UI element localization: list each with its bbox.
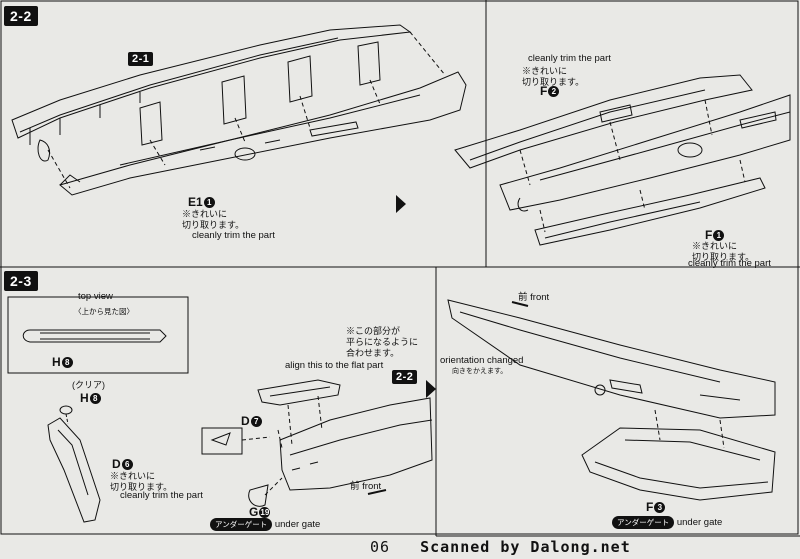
step-2-3-badge: 2-3 (4, 271, 38, 291)
assembly-guides-23b (654, 409, 725, 449)
top-view-label-en: top view (78, 291, 113, 302)
flow-arrow-icon (396, 195, 406, 213)
assembly-guides-23 (241, 395, 323, 496)
part-d6-drawing (47, 405, 101, 523)
part-f3-panel (581, 427, 776, 501)
flat-note-en: align this to the flat part (285, 360, 384, 371)
front-label-a: 前 front (518, 292, 550, 303)
assembly-guides-right (519, 99, 746, 233)
page-footer: 06 Scanned by Dalong.net (370, 536, 800, 559)
step-2-2-ref-badge: 2-2 (392, 370, 418, 384)
hull-nose-section (279, 397, 433, 491)
flat-note-jp: ※この部分が 平らになるように 合わせます。 (346, 326, 419, 358)
hull-bulkheads (139, 41, 381, 146)
scan-credit: Scanned by Dalong.net (420, 538, 631, 556)
top-view-drawing (22, 329, 167, 343)
hull-upper-frame (11, 24, 412, 162)
trim-note-jp-f2: ※きれいに 切り取ります。 (522, 66, 585, 87)
trim-note-en-d6: cleanly trim the part (120, 490, 203, 501)
side-panel-f2 (454, 74, 753, 169)
flow-arrow-icon (426, 380, 436, 398)
trim-note-jp-e1: ※きれいに 切り取ります。 (182, 209, 245, 230)
top-view-label-jp: 〈上から見た図〉 (74, 307, 134, 316)
hull-lower-body (58, 71, 467, 196)
trim-note-en-f1: cleanly trim the part (688, 258, 771, 269)
trim-note-jp-d6: ※きれいに 切り取ります。 (110, 471, 173, 492)
hull-rotated (447, 299, 776, 419)
trim-note-en-f2: cleanly trim the part (528, 53, 611, 64)
decal-inset (201, 427, 243, 455)
orientation-note-jp: 向きをかえます。 (452, 368, 508, 375)
hull-section-right (499, 94, 791, 212)
part-g19-nose (248, 484, 269, 507)
step-2-1-ref-badge: 2-1 (128, 52, 154, 66)
side-panel-f1 (534, 177, 766, 246)
under-gate-label-b: アンダーゲート under gate (612, 516, 722, 529)
part-h8-canopy (257, 379, 341, 406)
under-gate-label-a: アンダーゲート under gate (210, 518, 320, 531)
trim-note-en-e1: cleanly trim the part (192, 230, 275, 241)
step-2-2-badge: 2-2 (4, 6, 38, 26)
page-number: 06 (370, 538, 391, 556)
orientation-note-en: orientation changed (440, 355, 524, 366)
clear-label-jp: (クリア) (72, 380, 105, 390)
front-label-b: 前 front (350, 481, 382, 492)
trim-note-jp-f1: ※きれいに 切り取ります。 (692, 241, 755, 262)
assembly-guides-left (47, 31, 446, 189)
